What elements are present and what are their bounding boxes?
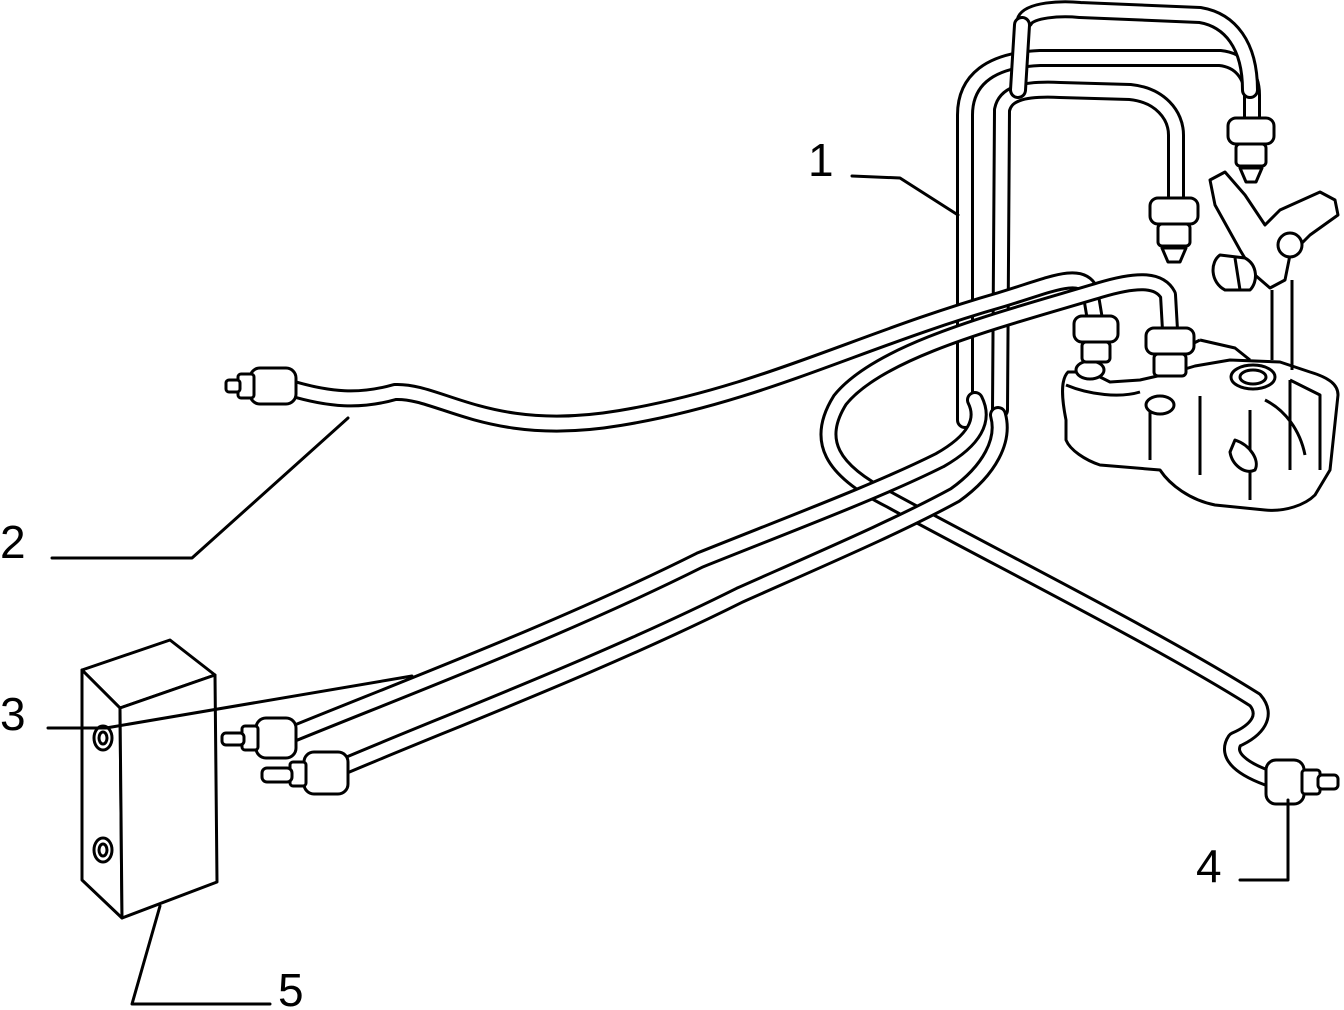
- fitting-valve-right: [1144, 326, 1196, 378]
- callout-4: 4: [1196, 840, 1222, 892]
- callout-3: 3: [0, 688, 26, 740]
- fitting-right-end: [1264, 758, 1340, 806]
- junction-block: [80, 638, 219, 920]
- fitting-top-right: [1226, 116, 1276, 184]
- callout-1: 1: [808, 134, 834, 186]
- fitting-front-lower: [260, 750, 350, 796]
- callout-labels: 1 2 3 4 5: [0, 134, 1222, 1010]
- valve-lever: [1208, 170, 1340, 370]
- pipe-fittings: [220, 116, 1340, 806]
- pipes: [281, 0, 1289, 791]
- leader-5: [130, 904, 272, 1006]
- leader-2: [50, 416, 350, 560]
- leader-lines: [46, 174, 1290, 1006]
- valve-body: [1061, 338, 1340, 512]
- fitting-front-upper: [220, 716, 298, 760]
- fitting-left-end: [224, 366, 298, 406]
- leader-4: [1238, 798, 1290, 882]
- leader-1: [850, 174, 960, 217]
- callout-2: 2: [0, 516, 26, 568]
- fitting-valve-left: [1072, 314, 1120, 364]
- callout-5: 5: [278, 964, 304, 1010]
- leader-3: [46, 674, 414, 730]
- fitting-top-mid: [1148, 196, 1200, 264]
